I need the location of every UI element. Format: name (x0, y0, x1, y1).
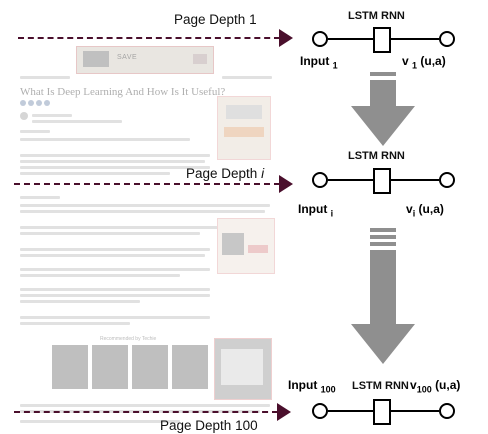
connection-line (391, 38, 439, 40)
text-line (20, 210, 265, 213)
connection-line (328, 38, 373, 40)
product-image (222, 233, 244, 255)
output-node (439, 403, 455, 419)
text-line (20, 274, 180, 277)
page-depth-arrow-line-100 (14, 411, 278, 413)
lstm-block-label: LSTM RNN (348, 150, 405, 162)
page-depth-arrowhead-100 (277, 403, 291, 421)
arrow-stripe (370, 242, 396, 246)
recommended-heading: Recommended by Techie (100, 336, 157, 342)
share-icon (36, 100, 42, 106)
recommended-thumbnail (92, 345, 128, 389)
text-line (20, 154, 210, 157)
recommended-thumbnail (172, 345, 208, 389)
text-line (20, 166, 210, 169)
text-line (20, 130, 50, 133)
author-line (32, 120, 122, 123)
output-node (439, 172, 455, 188)
text-line (20, 268, 210, 271)
banner-text: SAVE (117, 54, 138, 61)
article-title: What Is Deep Learning And How Is It Usef… (20, 86, 226, 98)
banner-logo (83, 51, 109, 67)
text-line (20, 316, 210, 319)
text-line (20, 420, 180, 423)
text-line (20, 160, 205, 163)
output-label: vi (u,a) (406, 202, 444, 219)
side-ad (217, 96, 271, 160)
recommended-box: Recommended by Techie (52, 336, 212, 394)
input-label: Input i (298, 202, 334, 219)
header-link-line (222, 76, 272, 79)
recommended-thumbnail (52, 345, 88, 389)
product-ad (217, 218, 275, 274)
arrow-stripe (370, 228, 396, 232)
input-label: Input 1 (300, 54, 338, 71)
page-depth-arrowhead-1 (279, 29, 293, 47)
arrow-stripe (370, 72, 396, 76)
section-heading-line (20, 196, 60, 199)
page-depth-label-1: Page Depth 1 (174, 12, 257, 27)
ad-heading-block (226, 105, 262, 119)
share-icon (20, 100, 26, 106)
page-depth-arrow-line-i (14, 183, 280, 185)
arrow-head (351, 106, 415, 146)
breadcrumb-line (20, 76, 70, 79)
input-node (312, 31, 328, 47)
output-label: v100 (u,a) (410, 378, 461, 395)
text-line (20, 226, 270, 229)
author-line (32, 114, 72, 117)
lstm-block-label: LSTM RNN (352, 380, 409, 392)
connection-line (391, 410, 439, 412)
text-line (20, 138, 190, 141)
lstm-cell (373, 168, 391, 194)
banner-button (193, 54, 207, 64)
output-label: v 1 (u,a) (402, 54, 446, 71)
webpage-screenshot: SAVE What Is Deep Learning And How Is It… (12, 36, 284, 434)
arrow-shaft (370, 250, 396, 324)
text-line (20, 172, 170, 175)
connection-line (391, 179, 439, 181)
arrow-stripe (370, 235, 396, 239)
arrow-head (351, 324, 415, 364)
page-depth-label-i: Page Depth i (186, 166, 265, 181)
author-avatar (20, 112, 28, 120)
output-node (439, 31, 455, 47)
ad-button-block (224, 127, 264, 137)
ad-text-block (221, 349, 263, 385)
lstm-cell (373, 399, 391, 425)
bottom-side-ad (214, 338, 272, 400)
page-depth-label-100: Page Depth 100 (160, 418, 258, 433)
page-depth-arrowhead-i (279, 175, 293, 193)
text-line (20, 322, 130, 325)
text-line (20, 300, 140, 303)
share-icon (28, 100, 34, 106)
text-line (20, 204, 270, 207)
share-icon (44, 100, 50, 106)
text-line (20, 232, 200, 235)
lstm-cell (373, 27, 391, 53)
text-line (20, 248, 210, 251)
page-depth-arrow-line-1 (18, 37, 280, 39)
connection-line (328, 410, 373, 412)
lstm-block-label: LSTM RNN (348, 10, 405, 22)
text-line (20, 404, 270, 407)
input-label: Input 100 (288, 378, 336, 395)
text-line (20, 288, 210, 291)
top-banner-ad: SAVE (76, 46, 214, 74)
text-line (20, 294, 210, 297)
text-line (20, 254, 205, 257)
product-price-block (248, 245, 268, 253)
arrow-shaft (370, 80, 396, 106)
input-node (312, 403, 328, 419)
connection-line (328, 179, 373, 181)
recommended-thumbnail (132, 345, 168, 389)
input-node (312, 172, 328, 188)
